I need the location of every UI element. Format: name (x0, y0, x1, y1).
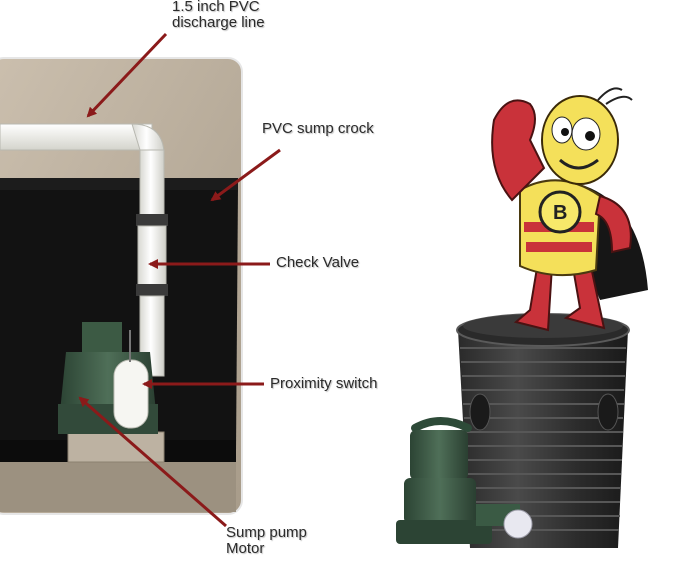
label-discharge-line-2: discharge line (172, 14, 265, 31)
sump-pump (396, 417, 533, 544)
label-sump-pump-motor-2: Motor (226, 540, 265, 557)
label-proximity-switch: Proximity switch (270, 375, 378, 392)
label-discharge-line-1: 1.5 inch PVC (172, 0, 260, 15)
sump-pit-photo (0, 57, 243, 515)
label-discharge-line: 1.5 inch PVC discharge line (172, 0, 265, 31)
label-check-valve: Check Valve (276, 254, 360, 271)
arrow-sump-crock (210, 148, 281, 202)
label-sump-pump-motor: Sump pump Motor (226, 525, 307, 557)
callout-arrows (78, 32, 281, 528)
bee-mascot: B (491, 87, 648, 332)
arrow-discharge-line (86, 32, 168, 118)
label-sump-pump-motor-1: Sump pump (226, 524, 307, 541)
arrow-sump-pump-motor (78, 396, 227, 528)
svg-text:B: B (553, 202, 567, 224)
label-sump-crock: PVC sump crock (262, 120, 374, 137)
